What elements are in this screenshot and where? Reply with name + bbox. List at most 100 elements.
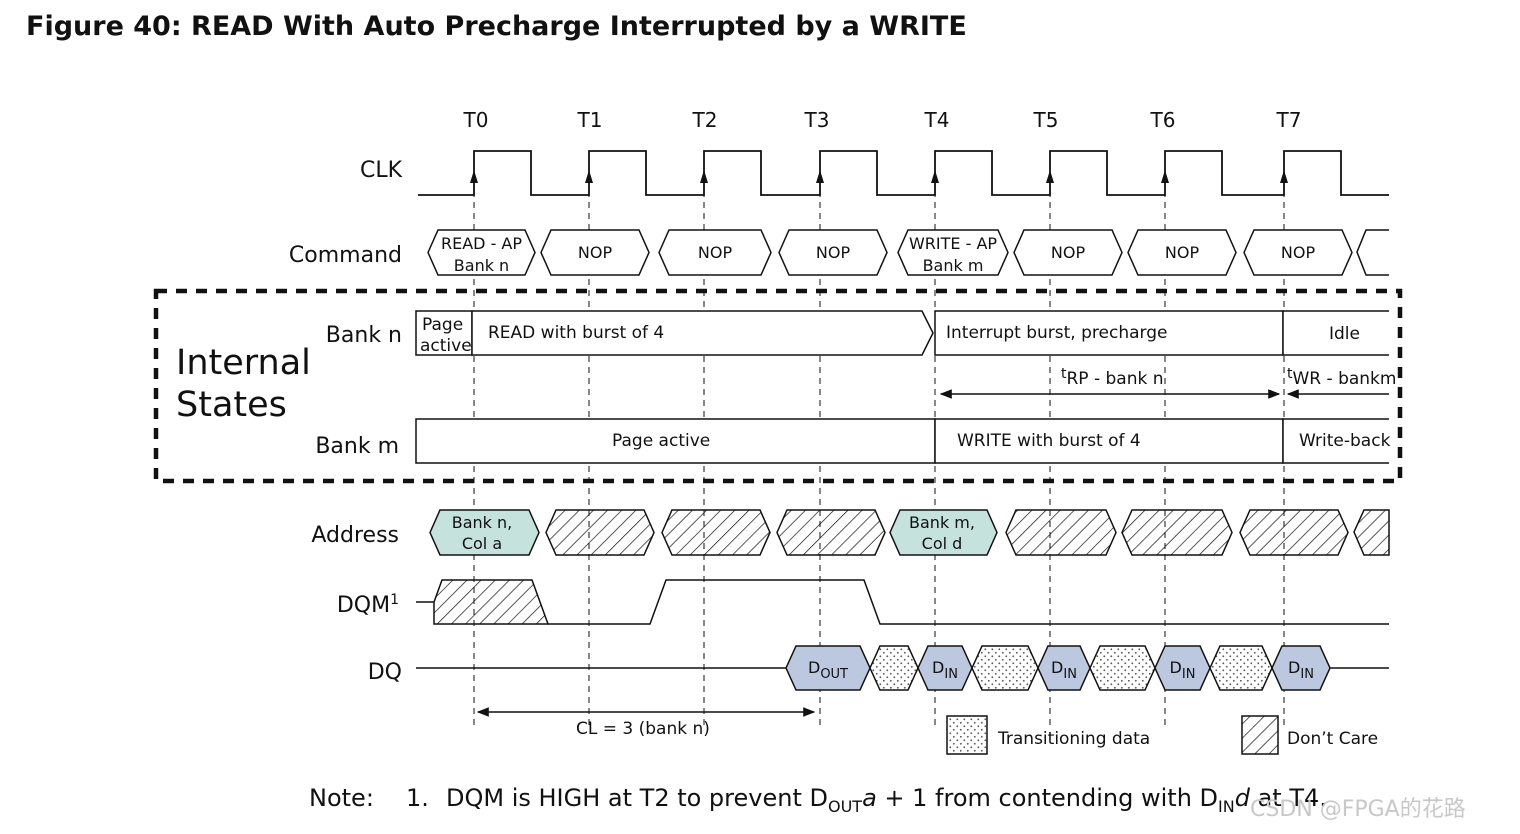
clock-label-t0: T0 [463, 108, 489, 132]
clk-edge-arrow-t4 [931, 170, 939, 183]
address-dont-care-3 [1005, 509, 1117, 556]
bank-m-write-back-label: Write-back [1299, 431, 1391, 451]
legend-transitioning-label: Transitioning data [997, 729, 1150, 749]
dq-din-2-label: DIN [1170, 658, 1196, 682]
command-box-3 [778, 229, 888, 276]
note-sub2: IN [1218, 797, 1235, 816]
bank-n-interrupt-box [934, 310, 1284, 356]
clk-edge-arrow-t6 [1161, 170, 1169, 183]
address-label-bank-n-line2: Col a [462, 534, 502, 553]
clock-label-t1: T1 [577, 108, 603, 132]
dqm-label-superscript: 1 [390, 592, 399, 608]
timing-arrows: tRP - bank n tWR - bankm [939, 366, 1396, 399]
dq-din-1-label: DIN [1051, 658, 1077, 682]
trp-label: tRP - bank n [1061, 366, 1164, 389]
command-box-1 [540, 229, 650, 276]
note-sub1: OUT [828, 797, 862, 816]
twr-t: t [1287, 366, 1293, 382]
twr-sub: WR - bankm [1293, 369, 1397, 389]
bank-m-write-burst-label: WRITE with burst of 4 [957, 431, 1141, 451]
note-text: DQM is HIGH at T2 to prevent DOUTa + 1 f… [446, 784, 1327, 816]
internal-states-label-line2: States [176, 385, 287, 425]
clock-label-t3: T3 [804, 108, 830, 132]
address-label-bank-n-line1: Bank n, [452, 513, 513, 532]
bank-n-page-active-line1: Page [422, 315, 463, 335]
address-row: Bank n, Col a Bank m, Col d [429, 509, 1390, 556]
clk-edge-arrow-t2 [700, 170, 708, 183]
dqm-row [416, 579, 1389, 625]
address-label-bank-m-line2: Col d [922, 534, 963, 553]
note-part4: d [1235, 784, 1251, 812]
dq-dout-label: DOUT [808, 658, 848, 682]
bank-n-read-burst-label: READ with burst of 4 [488, 323, 664, 343]
command-box-5 [1013, 229, 1123, 276]
clk-edge-arrow-t1 [585, 170, 593, 183]
command-box-4 [897, 229, 1009, 276]
twr-label: tWR - bankm [1287, 366, 1396, 389]
row-label-bank-m: Bank m [315, 434, 399, 459]
row-label-address: Address [311, 523, 399, 548]
legend-dont-care-swatch [1241, 715, 1279, 755]
row-label-clk: CLK [360, 158, 403, 183]
clk-rising-edge-arrows [470, 170, 1288, 183]
command-box-7 [1243, 229, 1353, 276]
dq-transition-2 [1089, 645, 1156, 691]
watermark: CSDN @FPGA的花路 [1250, 797, 1466, 822]
dq-dout-label-sub: OUT [820, 667, 848, 682]
bank-n-interrupt-label: Interrupt burst, precharge [946, 323, 1167, 343]
bank-m-write-burst-box [934, 418, 1284, 464]
command-box-trailing [1356, 229, 1389, 276]
note-prefix: Note: [309, 784, 374, 812]
command-label-1: NOP [578, 243, 613, 262]
dq-din-3-label-main: D [1288, 658, 1300, 677]
bank-m-row: Page active WRITE with burst of 4 Write-… [415, 418, 1391, 464]
address-dont-care-5 [1239, 509, 1349, 556]
dqm-dont-care-region [433, 579, 550, 625]
clk-edge-arrow-t0 [470, 170, 478, 183]
bank-m-page-active-box [415, 418, 936, 464]
address-dont-care-1 [661, 509, 771, 556]
bank-n-row: Page active READ with burst of 4 Interru… [415, 310, 1389, 356]
trp-sub: RP - bank n [1067, 369, 1164, 389]
address-box-bank-m [889, 509, 998, 556]
row-label-bank-n: Bank n [326, 323, 402, 348]
bank-n-read-burst-box [471, 310, 934, 356]
dq-transition-1 [971, 645, 1039, 691]
note-part2: a [862, 784, 877, 812]
bank-n-idle-label: Idle [1329, 324, 1360, 344]
dq-din-3 [1271, 645, 1331, 691]
dqm-label-text: DQM [337, 593, 390, 618]
note-part5: at T4. [1250, 784, 1327, 812]
clock-label-t7: T7 [1276, 108, 1302, 132]
bank-m-page-active-label: Page active [612, 431, 710, 451]
command-label-7: NOP [1281, 243, 1316, 262]
dqm-waveform [548, 579, 1389, 625]
command-box-6 [1127, 229, 1237, 276]
legend-dont-care-label: Don’t Care [1287, 729, 1378, 749]
bank-n-idle-box [1282, 310, 1389, 356]
legend-transitioning-swatch [946, 715, 988, 755]
address-label-bank-m-line1: Bank m, [909, 513, 975, 532]
note-part3: + 1 from contending with D [877, 784, 1218, 812]
dq-din-0-label: DIN [932, 658, 958, 682]
dq-din-1-label-sub: IN [1063, 667, 1077, 682]
internal-states-label-line1: Internal [176, 343, 311, 383]
clk-edge-arrow-t7 [1280, 170, 1288, 183]
trp-t: t [1061, 366, 1067, 382]
command-label-6: NOP [1165, 243, 1200, 262]
note-number: 1. [406, 784, 429, 812]
row-label-command: Command [289, 243, 402, 268]
command-label-3: NOP [816, 243, 851, 262]
figure-title: Figure 40: READ With Auto Precharge Inte… [26, 11, 967, 42]
clk-edge-arrow-t5 [1046, 170, 1054, 183]
dq-din-2-label-main: D [1170, 658, 1182, 677]
command-label-4-line2: Bank m [923, 256, 984, 275]
clock-label-t4: T4 [924, 108, 950, 132]
bank-m-write-back-box [1282, 418, 1389, 464]
dq-din-1-label-main: D [1051, 658, 1063, 677]
dq-transition-3 [1209, 645, 1273, 691]
